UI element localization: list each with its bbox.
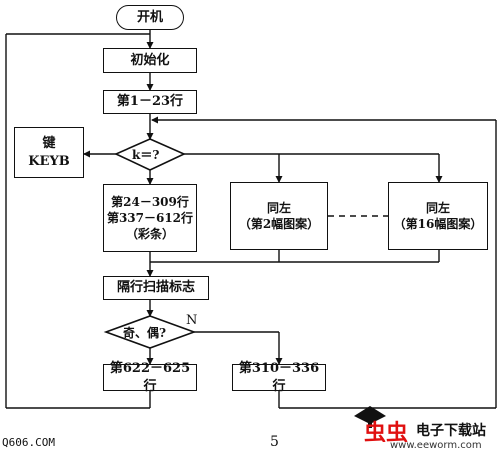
watermark-logo: 虫虫 电子下载站 www.eeworm.com [352,400,500,453]
rows-310-336-box: 第310－336行 [232,361,326,394]
interlace-flag-box: 隔行扫描标志 [103,276,209,300]
pattern-1-line-2: 第337－612行 [106,210,194,225]
init-label: 初始化 [130,52,170,68]
interlace-flag-label: 隔行扫描标志 [116,280,195,296]
page-number: 5 [270,434,279,450]
watermark-url: www.eeworm.com [390,440,482,451]
watermark-brand: 电子下载站 [416,423,486,439]
decision-odd-even-shape [103,315,197,349]
pattern-16-line-2: （第16幅图案） [393,217,483,231]
pattern-1-box: 第24－309行 第337－612行 （彩条） [103,184,197,252]
decision-k-label: k＝? [132,148,160,162]
footer-source-text: Q606.COM [2,436,55,449]
no-branch-label: N [186,313,198,328]
rows-622-625-box: 第622－625行 [103,361,197,394]
svg-text:虫虫: 虫虫 [364,420,408,442]
rows-310-336-label: 第310－336行 [238,360,320,394]
rows-1-23-label: 第1－23行 [116,94,184,110]
pattern-2-box: 同左 （第2幅图案） [230,182,328,250]
pattern-16-line-1: 同左 [425,200,450,215]
pattern-1-line-3: （彩条） [125,227,174,242]
pattern-2-line-1: 同左 [266,200,291,215]
decision-odd-even-label: 奇、偶? [123,326,167,340]
pattern-16-box: 同左 （第16幅图案） [388,182,488,250]
key-label-en: KEYB [28,153,70,169]
init-box: 初始化 [103,48,197,73]
key-box: 键 KEYB [14,127,84,178]
key-label-cn: 键 [42,135,56,151]
rows-622-625-label: 第622－625行 [109,360,191,394]
rows-1-23-box: 第1－23行 [103,90,197,114]
bug-logo-icon: 虫虫 [354,406,408,442]
decision-k-shape [114,138,186,171]
start-terminal: 开机 [116,5,184,30]
start-label: 开机 [136,9,163,25]
pattern-2-line-2: （第2幅图案） [238,217,320,231]
pattern-1-line-1: 第24－309行 [111,194,189,209]
